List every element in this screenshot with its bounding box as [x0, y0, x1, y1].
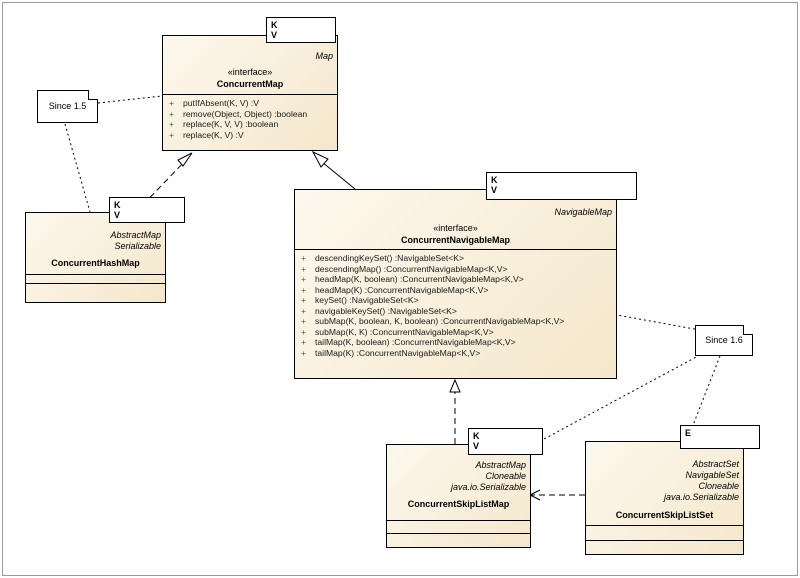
class-concurrent-hash-map[interactable]: AbstractMap Serializable ConcurrentHashM…: [25, 212, 166, 303]
class-concurrent-skip-list-map[interactable]: AbstractMap Cloneable java.io.Serializab…: [386, 444, 531, 548]
type-param: K: [473, 431, 480, 441]
note-fold-icon: [88, 90, 98, 100]
type-param: V: [114, 210, 121, 220]
stereotype-label: «interface»: [227, 67, 273, 77]
type-parameters-box: K V: [266, 17, 336, 43]
type-parameters-box: K V: [468, 428, 543, 455]
operations-list: +descendingKeySet() :NavigableSet<K> +de…: [295, 249, 616, 360]
operation-row: +replace(K, V, V) :boolean: [169, 119, 279, 129]
extends-label: NavigableMap: [554, 207, 612, 217]
super-type: java.io.Serializable: [450, 482, 526, 492]
operations-list: +putIfAbsent(K, V) :V +remove(Object, Ob…: [163, 94, 337, 142]
note-link: [616, 314, 701, 331]
operation-row: +navigableKeySet() :NavigableSet<K>: [301, 305, 457, 316]
class-concurrent-map[interactable]: Map «interface» ConcurrentMap +putIfAbse…: [162, 35, 338, 151]
operation-row: +subMap(K, boolean, K, boolean) :Concurr…: [301, 316, 565, 326]
class-name: ConcurrentMap: [216, 79, 284, 89]
note-text: Since 1.5: [48, 101, 87, 111]
operation-row: +keySet() :NavigableSet<K>: [301, 295, 419, 305]
generalization-arrowhead: [311, 150, 329, 168]
operation-row: +tailMap(K, boolean) :ConcurrentNavigabl…: [301, 337, 516, 347]
note-link: [97, 95, 163, 104]
class-header: AbstractSet NavigableSet Cloneable java.…: [586, 442, 743, 525]
operation-row: +headMap(K) :ConcurrentNavigableMap<K,V>: [301, 284, 489, 295]
type-param: V: [271, 30, 278, 40]
super-type: NavigableSet: [685, 470, 739, 480]
operations-compartment: [586, 540, 743, 555]
type-param: E: [685, 428, 692, 438]
operation-row: +descendingMap() :ConcurrentNavigableMap…: [301, 263, 508, 274]
class-concurrent-navigable-map[interactable]: NavigableMap «interface» ConcurrentNavig…: [294, 189, 617, 379]
operation-row: +headMap(K, boolean) :ConcurrentNavigabl…: [301, 274, 524, 284]
super-type: Serializable: [114, 241, 161, 251]
super-type: Cloneable: [698, 481, 739, 491]
note-fold-icon: [743, 325, 753, 335]
note-since-1-6: Since 1.6: [695, 325, 753, 356]
type-param: K: [271, 20, 278, 30]
type-parameters-box: E: [680, 425, 760, 449]
super-type: AbstractMap: [475, 460, 526, 470]
realization-arrowhead: [449, 378, 461, 393]
super-type: AbstractSet: [692, 459, 739, 469]
class-header: Map «interface» ConcurrentMap: [163, 36, 337, 94]
type-parameters-box: K V: [109, 197, 185, 223]
attributes-compartment: [387, 520, 530, 533]
realization-arrowhead: [177, 152, 193, 167]
operation-row: +descendingKeySet() :NavigableSet<K>: [301, 253, 465, 263]
super-type: java.io.Serializable: [663, 492, 739, 502]
class-header: AbstractMap Cloneable java.io.Serializab…: [387, 445, 530, 520]
note-since-1-5: Since 1.5: [37, 90, 98, 123]
class-name: ConcurrentSkipListSet: [615, 510, 714, 520]
attributes-compartment: [586, 525, 743, 540]
class-header: AbstractMap Serializable ConcurrentHashM…: [26, 213, 165, 274]
stereotype-label: «interface»: [433, 223, 478, 233]
operation-row: +tailMap(K) :ConcurrentNavigableMap<K,V>: [301, 347, 481, 358]
type-parameters-box: K V: [486, 172, 637, 200]
class-name: ConcurrentSkipListMap: [407, 499, 510, 509]
note-text: Since 1.6: [705, 335, 743, 345]
operations-compartment: [26, 283, 165, 292]
generalization-line: [321, 161, 356, 190]
attributes-compartment: [26, 274, 165, 283]
note-link: [64, 123, 91, 213]
note-link: [530, 354, 701, 447]
extends-label: Map: [315, 51, 333, 61]
super-type: Cloneable: [485, 471, 526, 481]
operations-compartment: [387, 533, 530, 546]
operation-row: +putIfAbsent(K, V) :V: [169, 98, 259, 108]
type-param: K: [491, 175, 498, 185]
class-concurrent-skip-list-set[interactable]: AbstractSet NavigableSet Cloneable java.…: [585, 441, 744, 555]
type-param: V: [473, 441, 480, 451]
operation-row: +subMap(K, K) :ConcurrentNavigableMap<K,…: [301, 326, 494, 337]
type-param: K: [114, 200, 121, 210]
class-name: ConcurrentHashMap: [51, 258, 140, 268]
super-type: AbstractMap: [110, 230, 161, 240]
operation-row: +replace(K, V) :V: [169, 129, 244, 140]
type-param: V: [491, 185, 498, 195]
operation-row: +remove(Object, Object) :boolean: [169, 108, 308, 119]
class-name: ConcurrentNavigableMap: [400, 235, 511, 245]
class-header: NavigableMap «interface» ConcurrentNavig…: [295, 190, 616, 249]
